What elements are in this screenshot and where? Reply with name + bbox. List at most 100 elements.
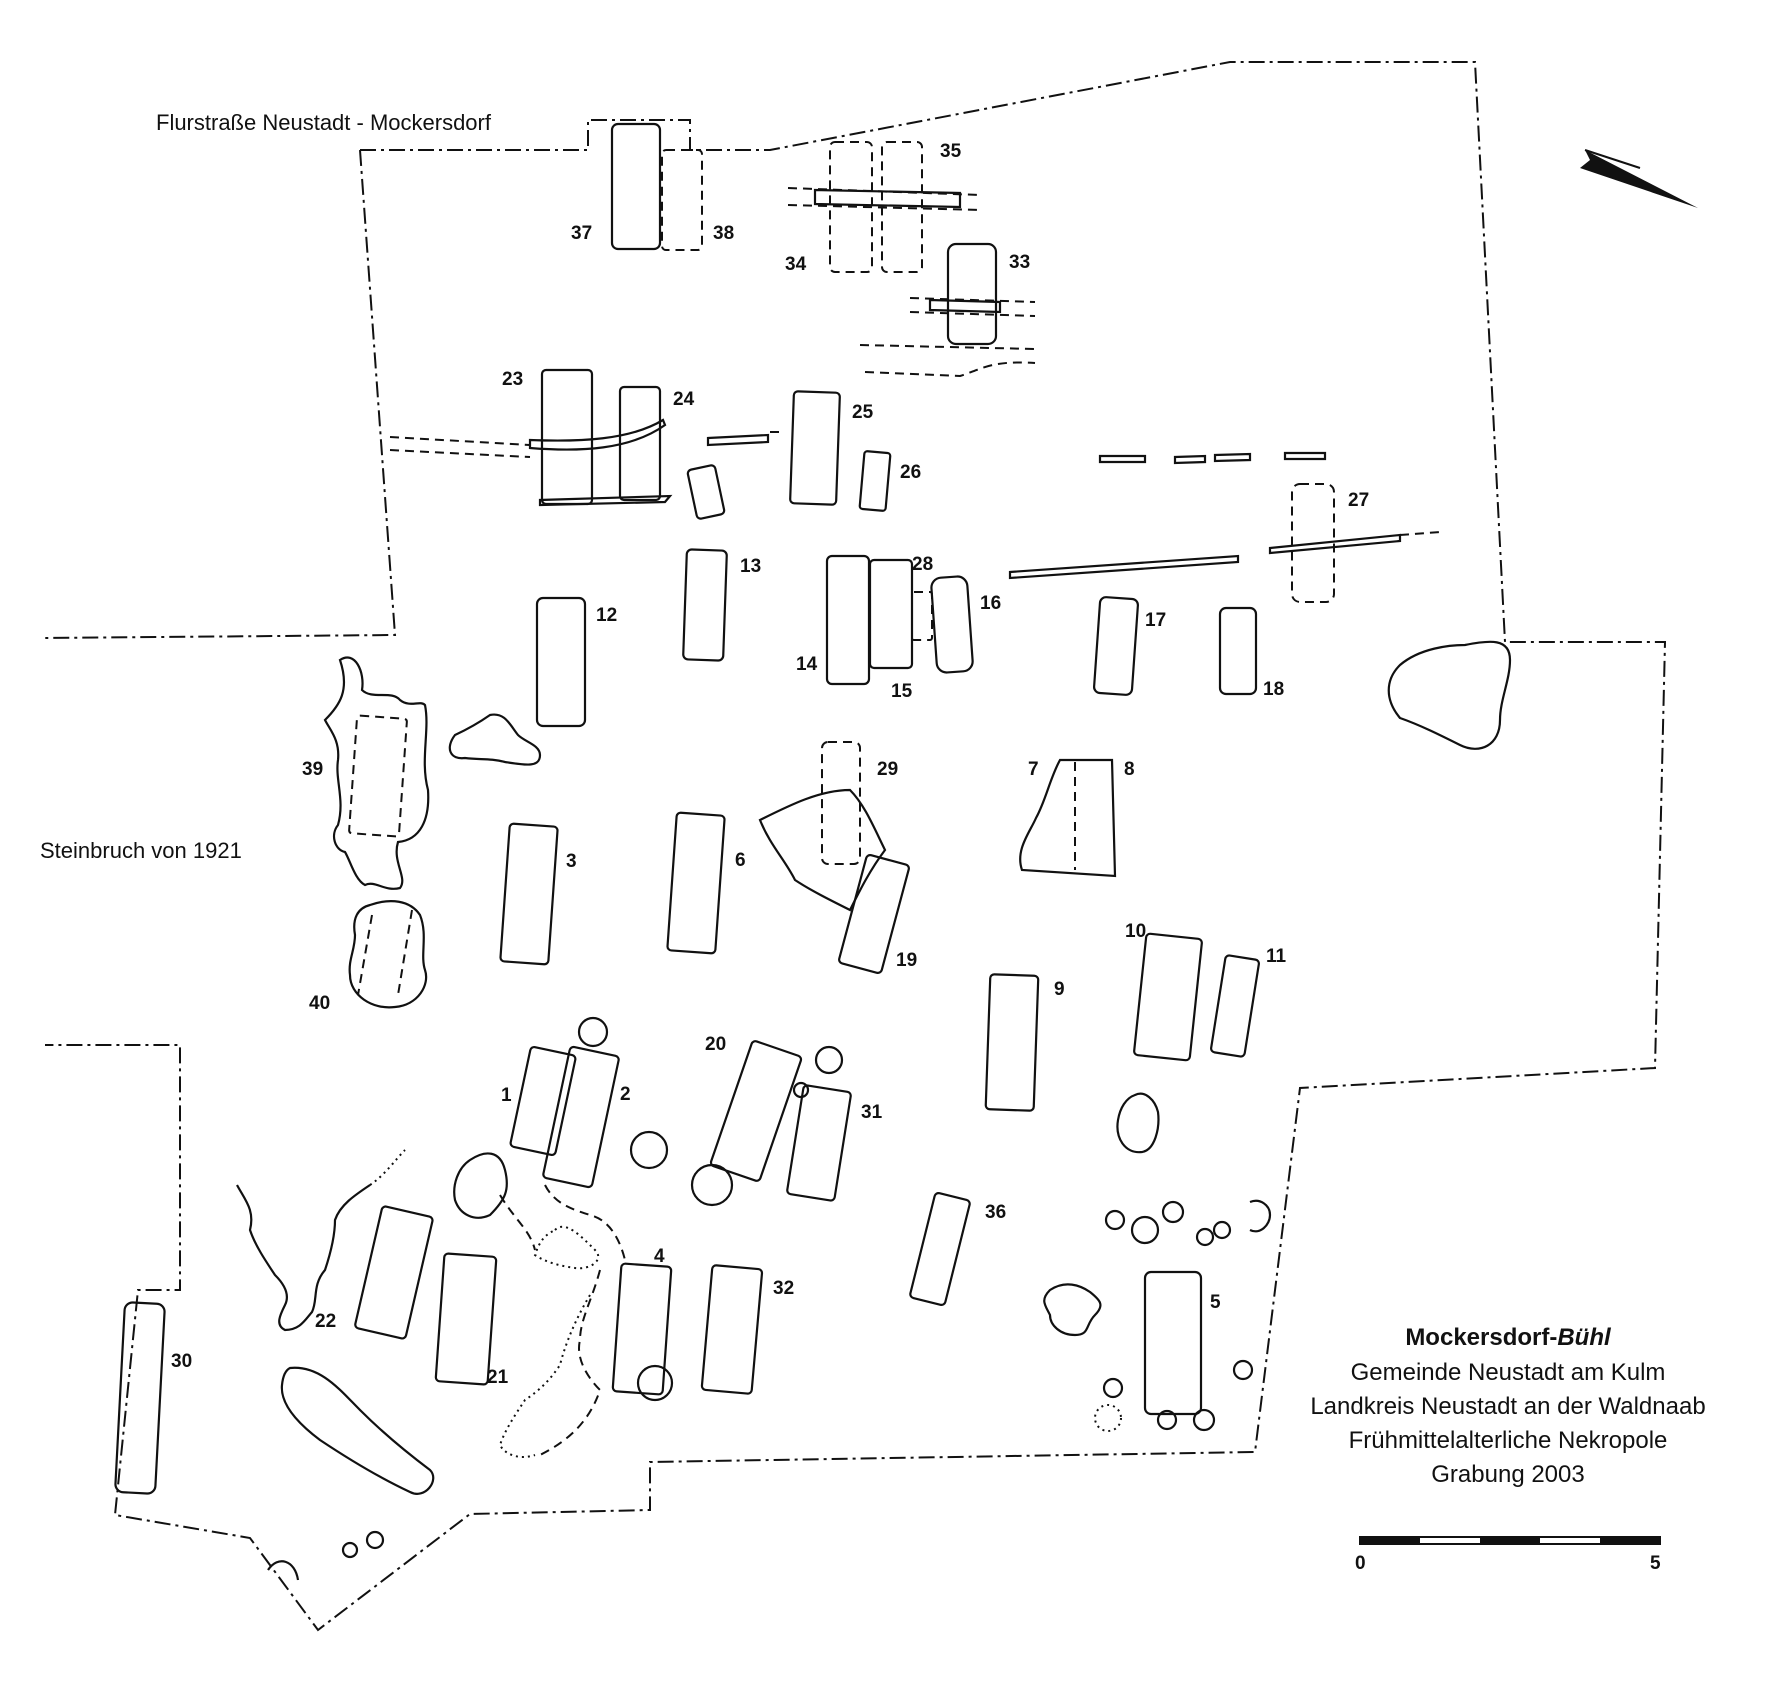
grave-22	[354, 1205, 434, 1340]
features	[236, 640, 1512, 1581]
grave-number-34: 34	[785, 254, 807, 275]
scale-start: 0	[1355, 1553, 1366, 1574]
grave-number-21: 21	[487, 1367, 509, 1388]
grave-number-25: 25	[852, 402, 874, 423]
scale-end: 5	[1650, 1553, 1661, 1574]
grave-number-11: 11	[1266, 946, 1287, 967]
grave-number-39: 39	[302, 759, 323, 780]
grave-38	[661, 149, 703, 251]
grave-number-1: 1	[501, 1085, 512, 1106]
grave-6	[666, 811, 726, 955]
grave-number-27: 27	[1348, 490, 1369, 511]
grave-number-24: 24	[673, 389, 695, 410]
grave-29	[821, 741, 861, 865]
grave-5	[1143, 1270, 1203, 1416]
grave-17	[1093, 596, 1139, 696]
grave-number-35: 35	[940, 141, 962, 162]
grave-number-10: 10	[1125, 921, 1146, 942]
road-label: Flurstraße Neustadt - Mockersdorf	[156, 110, 492, 135]
pit-round-10	[1116, 1092, 1160, 1154]
grave-number-32: 32	[773, 1278, 794, 1299]
grave-number-13: 13	[740, 556, 761, 577]
grave-36	[909, 1191, 971, 1307]
grave-number-5: 5	[1210, 1292, 1221, 1313]
trench-dash-a	[499, 1194, 536, 1251]
grave-26	[858, 450, 892, 512]
grave-9	[984, 973, 1040, 1112]
grave-31	[786, 1084, 852, 1202]
grave-number-7: 7	[1028, 759, 1039, 780]
pit-x	[453, 1152, 508, 1219]
pit-29	[758, 788, 887, 912]
quarry-outline	[323, 656, 430, 890]
grave-number-36: 36	[985, 1202, 1006, 1223]
title-line-3: Frühmittelalterliche Nekropole	[1349, 1427, 1668, 1454]
trench-dot-a	[369, 1149, 406, 1186]
grave-number-18: 18	[1263, 679, 1284, 700]
grave-32	[700, 1264, 764, 1395]
grave-7-8	[1019, 758, 1117, 878]
grave-number-40: 40	[309, 993, 330, 1014]
trench-west	[236, 1184, 371, 1332]
pit-east	[1387, 640, 1512, 750]
grave-25	[789, 390, 841, 506]
grave-15	[868, 558, 914, 670]
grave-number-17: 17	[1145, 610, 1166, 631]
grave-number-12: 12	[596, 605, 617, 626]
grave-number-30: 30	[171, 1351, 192, 1372]
grave-27	[1291, 483, 1335, 603]
grave-number-2: 2	[620, 1084, 631, 1105]
trench-dot-b	[533, 1225, 600, 1270]
road-traces	[389, 187, 1441, 580]
grave-small-a	[686, 464, 726, 520]
grave-number-19: 19	[896, 950, 917, 971]
grave-4	[611, 1262, 673, 1396]
grave-number-6: 6	[735, 850, 746, 871]
grave-number-16: 16	[980, 593, 1001, 614]
grave-1	[509, 1045, 577, 1157]
grave-number-26: 26	[900, 462, 921, 483]
grave-33	[946, 242, 998, 346]
grave-13	[682, 548, 728, 662]
grave-37	[610, 122, 662, 251]
grave-number-3: 3	[566, 851, 577, 872]
grave-21	[434, 1252, 498, 1386]
grave-number-22: 22	[315, 1311, 336, 1332]
grave-30	[114, 1301, 166, 1495]
grave-28	[911, 591, 933, 641]
grave-11	[1210, 954, 1260, 1058]
grave-2	[542, 1045, 620, 1189]
trench-dash-c	[539, 1269, 602, 1456]
grave-24	[618, 385, 662, 502]
grave-number-28: 28	[912, 554, 933, 575]
pit-west-big	[280, 1366, 435, 1495]
grave-35b	[881, 141, 923, 273]
pit-30-edge	[267, 1560, 300, 1581]
title-line-1: Gemeinde Neustadt am Kulm	[1351, 1359, 1666, 1386]
grave-14	[825, 554, 871, 686]
grave-number-9: 9	[1054, 979, 1065, 1000]
grave-number-14: 14	[796, 654, 818, 675]
grave-10	[1133, 932, 1203, 1062]
grave-number-33: 33	[1009, 252, 1030, 273]
grave-number-29: 29	[877, 759, 898, 780]
grave-number-23: 23	[502, 369, 523, 390]
grave-39-inner	[348, 714, 408, 838]
grave-number-8: 8	[1124, 759, 1135, 780]
grave-number-15: 15	[891, 681, 913, 702]
trench-dot-c	[498, 1294, 591, 1458]
grave-number-37: 37	[571, 223, 592, 244]
feature-40-line2	[397, 909, 413, 996]
grave-number-4: 4	[654, 1246, 665, 1267]
grave-3	[499, 822, 559, 966]
grave-16	[930, 575, 974, 674]
trench-dash-b	[544, 1184, 626, 1261]
pit-y	[1043, 1283, 1102, 1337]
title-block: Mockersdorf-Bühl Gemeinde Neustadt am Ku…	[1310, 1324, 1705, 1488]
grave-35a	[829, 141, 873, 273]
quarry-label: Steinbruch von 1921	[40, 838, 242, 863]
grave-number-20: 20	[705, 1034, 726, 1055]
north-arrow-icon	[1580, 149, 1698, 208]
feature-40-line	[357, 914, 373, 996]
